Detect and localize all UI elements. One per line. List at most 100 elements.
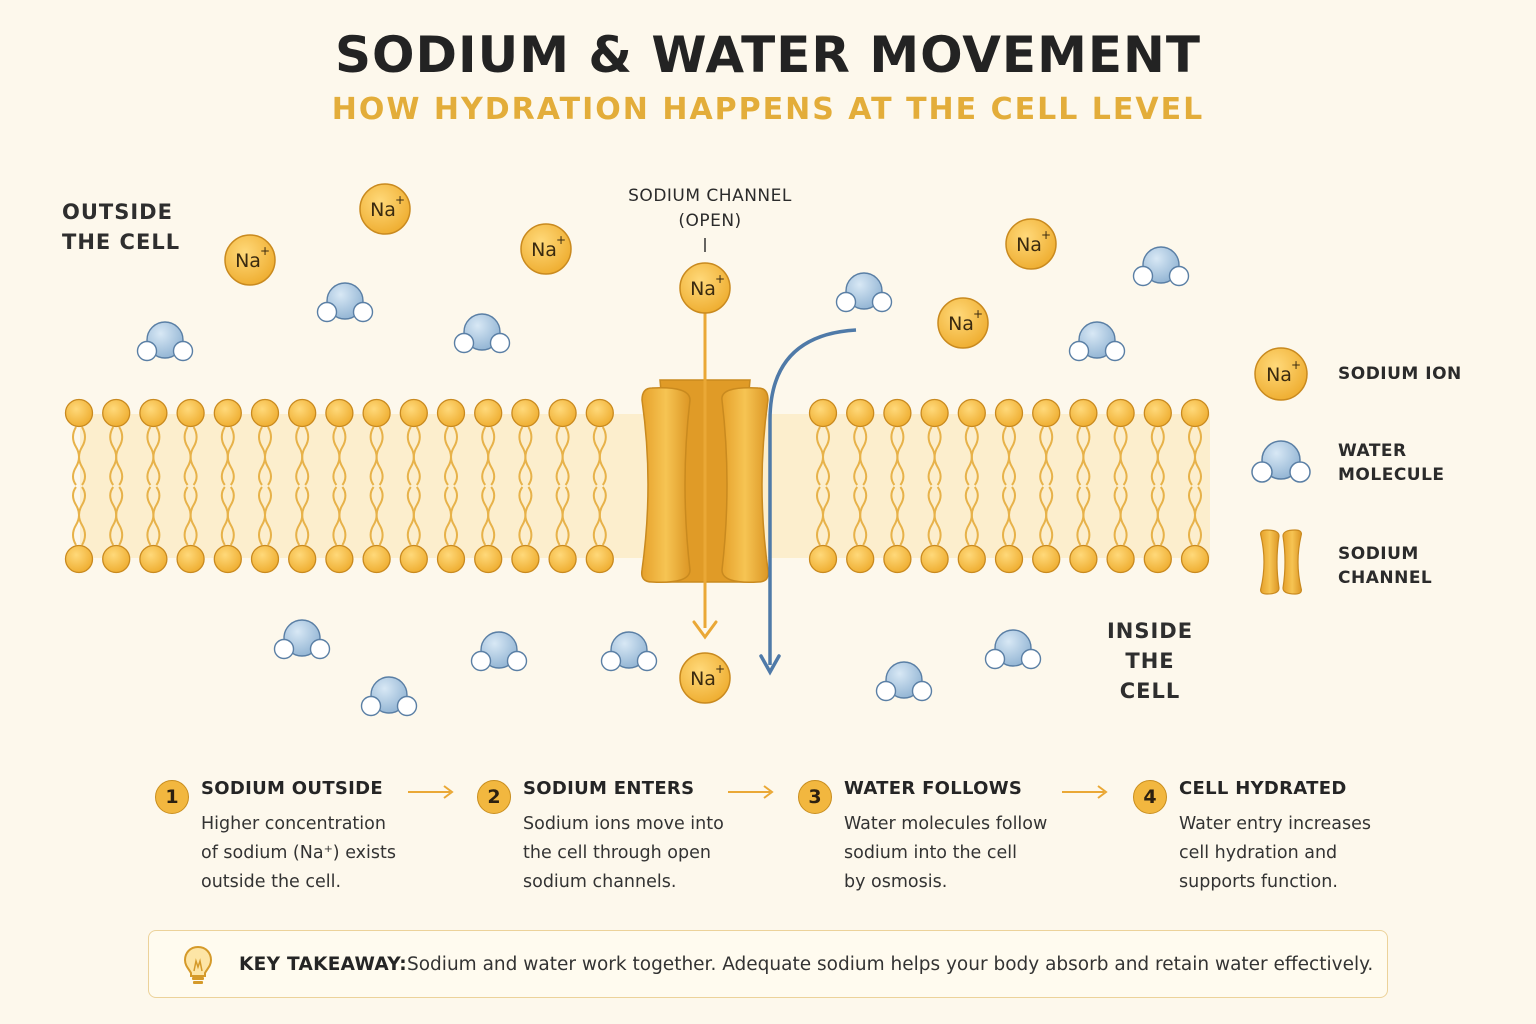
key-takeaway-box: KEY TAKEAWAY: Sodium and water work toge… (148, 930, 1388, 998)
sodium-ion-charge: + (715, 662, 725, 676)
step-number-badge: 3 (798, 780, 832, 814)
sodium-ion-charge: + (1041, 228, 1051, 242)
lipid-tail (78, 486, 86, 546)
lipid-head (250, 544, 280, 574)
lipid-tail (970, 426, 979, 486)
lipid-tail (1119, 486, 1128, 546)
lipid-head (102, 398, 131, 428)
lipid-head (436, 544, 466, 574)
sodium-ion: Na+ (359, 183, 411, 235)
sodium-ion-symbol: Na (690, 668, 716, 690)
lipid-head (1069, 398, 1098, 428)
lipid-head (1106, 544, 1135, 574)
lipid-tail (226, 426, 235, 486)
sodium-ion-charge: + (556, 233, 566, 247)
lipid-tail (412, 426, 421, 486)
membrane-diagram: Na+Na+Na+Na+Na+Na+Na+ Na + (64, 183, 1311, 717)
lipid-head (511, 398, 540, 428)
lipid-tail (375, 426, 384, 486)
step-arrow-icon (408, 785, 454, 799)
lipid-tail (1045, 486, 1054, 546)
lipid-tail (375, 486, 384, 546)
lipid-tail (487, 426, 496, 486)
step-arrow-icon (728, 785, 774, 799)
lipid-tail (1156, 486, 1165, 546)
sodium-ion-symbol: Na (1016, 234, 1042, 256)
lipid-head (1180, 544, 1210, 574)
lipid-head (994, 398, 1024, 428)
lipid-tail (152, 426, 161, 486)
lipid-tail (1156, 426, 1165, 486)
legend-water-label: WATER MOLECULE (1338, 441, 1445, 485)
lipid-head (808, 544, 838, 574)
lipid-head (362, 544, 391, 574)
lipid-tail (1082, 426, 1091, 486)
lipid-head (883, 544, 912, 574)
lipid-tail (524, 486, 533, 546)
lipid-tail (152, 486, 161, 546)
lipid-tail (450, 426, 458, 486)
lipid-tails (72, 426, 1202, 546)
sodium-ion-charge: + (395, 193, 405, 207)
lipid-tail (859, 426, 868, 486)
sodium-ion-symbol: Na (531, 239, 557, 261)
lipid-tail (78, 426, 86, 486)
lipid-head (102, 544, 131, 574)
sodium-ion-charge: + (973, 307, 983, 321)
lipid-head (957, 398, 986, 428)
lipid-tail (598, 426, 607, 486)
lipid-head (325, 544, 354, 574)
lipid-head (920, 398, 949, 428)
lipid-head (548, 398, 577, 428)
lipid-head (585, 544, 614, 574)
takeaway-text: Sodium and water work together. Adequate… (407, 954, 1374, 975)
lipid-tail (859, 486, 868, 546)
lipid-head (176, 544, 205, 574)
lipid-head (176, 398, 205, 428)
lipid-tail (301, 426, 310, 486)
lipid-heads (64, 398, 1210, 574)
lipid-tail (970, 486, 979, 546)
page-title: SODIUM & WATER MOVEMENT (335, 26, 1201, 84)
water-molecule (453, 313, 511, 354)
channel-label: SODIUM CHANNEL (OPEN) (628, 186, 792, 231)
lipid-tail (933, 486, 942, 546)
lipid-head (362, 398, 391, 428)
lipid-tail (1082, 486, 1091, 546)
step-number-badge: 1 (155, 780, 189, 814)
sodium-arrow-head (692, 620, 718, 640)
water-molecule (600, 631, 658, 672)
lipid-tail (896, 486, 905, 546)
water-molecule (1068, 321, 1126, 362)
lipid-head (213, 398, 242, 428)
lipid-head (325, 398, 354, 428)
lipid-tail (561, 426, 570, 486)
step-number-badge: 4 (1133, 780, 1167, 814)
lipid-head (1143, 398, 1172, 428)
step-title: SODIUM OUTSIDE (201, 778, 383, 799)
lipid-head (64, 398, 94, 428)
sodium-ion-symbol: Na (690, 278, 716, 300)
lipid-tail (1008, 426, 1016, 486)
lipid-head (1106, 398, 1135, 428)
lipid-tail (598, 486, 607, 546)
lipid-head (64, 544, 94, 574)
lipid-head (883, 398, 912, 428)
lipid-head (474, 544, 503, 574)
water-molecule (273, 619, 331, 660)
lipid-tail (115, 486, 124, 546)
legend-sodium-label: SODIUM ION (1338, 364, 1462, 384)
water-molecule (360, 676, 418, 717)
legend-channel-label: SODIUM CHANNEL (1338, 544, 1433, 588)
lipid-head (1143, 544, 1172, 574)
water-molecule (835, 272, 893, 313)
page-subtitle: HOW HYDRATION HAPPENS AT THE CELL LEVEL (331, 92, 1205, 127)
lipid-head (511, 544, 540, 574)
lipid-head (250, 398, 280, 428)
inside-cell-label: INSIDE THE CELL (1106, 619, 1194, 703)
water-molecule (875, 661, 933, 702)
lipid-tail (450, 486, 458, 546)
